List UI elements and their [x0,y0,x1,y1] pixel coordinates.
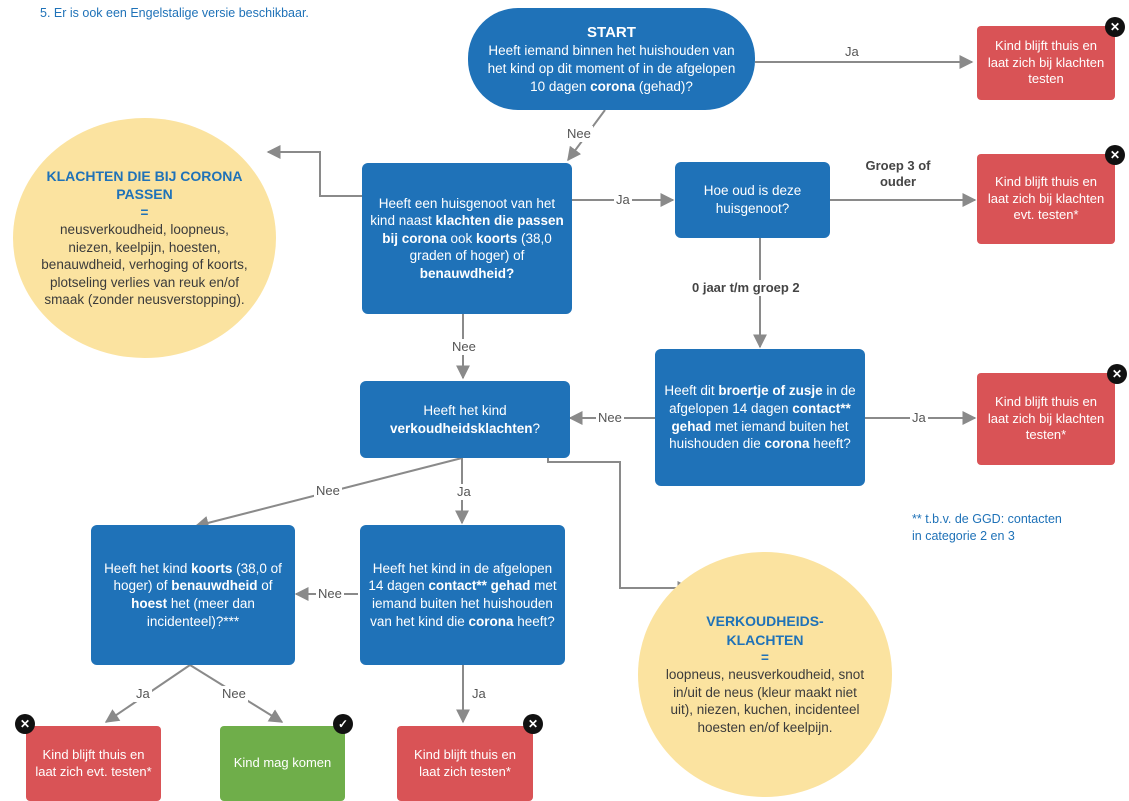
circle-equals: = [761,649,769,665]
edge-label-groep3: Groep 3 of ouder [860,158,936,190]
x-icon: ✕ [1107,364,1127,384]
text-fragment: Heeft iemand binnen het huishouden van h… [487,43,736,94]
start-title: START [587,23,636,41]
text-fragment: ook [446,230,476,246]
outcome-thuis-klachten-evt-testen: Kind blijft thuis en laat zich bij klach… [977,154,1115,244]
text-fragment: Heeft het kind in de afgelopen 14 dagen [368,560,553,594]
ggd-footnote: ** t.b.v. de GGD: contacten in categorie… [912,512,1062,543]
edge-label-contact-nee: Nee [316,586,344,602]
question-text: Heeft het kind in de afgelopen 14 dagen … [368,560,557,630]
edge-label-broertje-ja: Ja [910,410,928,426]
text-fragment: (38,0 of hoger) of [113,560,282,594]
emphasis-text: corona [468,613,514,629]
circle-equals: = [140,204,149,220]
emphasis-text: verkoudheidsklachten [389,420,533,436]
edge-label-start-ja: Ja [843,44,861,60]
circle-title: KLACHTEN DIE BIJ CORONA PASSEN [46,168,243,203]
text-fragment: Hoe oud is deze huisgenoot? [703,183,802,216]
text-fragment: Heeft een huisgenoot van het kind naast [370,195,556,229]
edge-label-koorts-ja: Ja [134,686,152,702]
x-icon: ✕ [15,714,35,734]
info-circle-corona-klachten: KLACHTEN DIE BIJ CORONA PASSEN = neusver… [13,118,276,358]
circle-text: loopneus, neusverkoudheid, snot in/uit d… [665,667,865,735]
info-circle-verkoudheidsklachten: VERKOUDHEIDS- KLACHTEN = loopneus, neusv… [638,552,892,797]
question-text: Heeft iemand binnen het huishouden van h… [486,42,737,95]
edge-label-groep0: 0 jaar t/m groep 2 [690,280,802,296]
question-contact-kind: Heeft het kind in de afgelopen 14 dagen … [360,525,565,665]
emphasis-text: benauwdheid [171,578,258,594]
emphasis-text: klachten die passen bij corona [382,213,564,246]
edge-huisgenoot-info [266,145,362,197]
text-fragment: heeft? [513,613,555,629]
text-fragment: het (meer dan incidenteel)?*** [146,596,255,629]
question-huisgenoot-klachten: Heeft een huisgenoot van het kind naast … [362,163,572,314]
text-fragment: (38,0 graden of hoger) of [409,230,552,264]
emphasis-text: contact** gehad [428,578,531,594]
text-fragment: met iemand buiten het huishouden van het… [370,578,557,629]
x-icon: ✕ [1105,145,1125,165]
question-verkoudheidsklachten: Heeft het kind verkoudheidsklachten? [360,381,570,458]
emphasis-text: hoest [131,596,168,611]
question-broertje-contact: Heeft dit broertje of zusje in de afgelo… [655,349,865,486]
question-text: Heeft een huisgenoot van het kind naast … [370,195,564,283]
question-koorts-benauwdheid-hoest: Heeft het kind koorts (38,0 of hoger) of… [91,525,295,665]
emphasis-text: contact** gehad [671,400,851,434]
outcome-thuis-evt-testen: Kind blijft thuis en laat zich evt. test… [26,726,161,801]
question-text: Heeft het kind verkoudheidsklachten? [368,402,562,437]
text-fragment: of [257,578,273,594]
text-fragment: (gehad)? [635,78,693,94]
text-fragment: Heeft het kind [104,560,192,576]
outcome-thuis-klachten-testen-star: Kind blijft thuis en laat zich bij klach… [977,373,1115,465]
start-question: Heeft iemand binnen het huishouden van h… [486,42,737,95]
question-text: Heeft het kind koorts (38,0 of hoger) of… [99,560,287,630]
outcome-thuis-testen: Kind blijft thuis en laat zich testen* [397,726,533,801]
text-fragment: Heeft dit [664,383,719,399]
text-fragment: met iemand buiten het huishouden die [669,418,849,452]
text-fragment: ? [532,420,541,436]
circle-title: VERKOUDHEIDS- KLACHTEN [706,613,824,648]
question-leeftijd-huisgenoot: Hoe oud is deze huisgenoot? [675,162,830,238]
list-item-english-version: 5. Er is ook een Engelstalige versie bes… [40,6,309,20]
edge-label-contact-ja: Ja [470,686,488,702]
question-text: Hoe oud is deze huisgenoot? [683,182,822,217]
edge-label-huisgenoot-nee: Nee [450,339,478,355]
outcome-thuis-klachten-testen: Kind blijft thuis en laat zich bij klach… [977,26,1115,100]
edge-label-broertje-nee: Nee [596,410,624,426]
text-fragment: heeft? [809,436,851,452]
start-node: START Heeft iemand binnen het huishouden… [468,8,755,110]
edge-label-koorts-nee: Nee [220,686,248,702]
edge-label-huisgenoot-ja: Ja [614,192,632,208]
x-icon: ✕ [1105,17,1125,37]
emphasis-text: benauwdheid? [419,265,515,281]
text-fragment: in de afgelopen 14 dagen [669,383,856,416]
edge-label-verkoudheid-nee: Nee [314,483,342,499]
outcome-kind-mag-komen: Kind mag komen [220,726,345,801]
question-text: Heeft dit broertje of zusje in de afgelo… [663,382,857,452]
emphasis-text: koorts [476,230,518,246]
circle-text: neusverkoudheid, loopneus, niezen, keelp… [41,222,248,308]
text-fragment: Heeft het kind [423,402,507,418]
emphasis-text: broertje of zusje [718,383,823,399]
emphasis-text: koorts [191,560,233,576]
edge-label-start-nee: Nee [565,126,593,142]
x-icon: ✕ [523,714,543,734]
check-icon: ✓ [333,714,353,734]
emphasis-text: corona [764,436,810,452]
emphasis-text: corona [590,78,636,94]
edge-label-verkoudheid-ja: Ja [455,484,473,500]
